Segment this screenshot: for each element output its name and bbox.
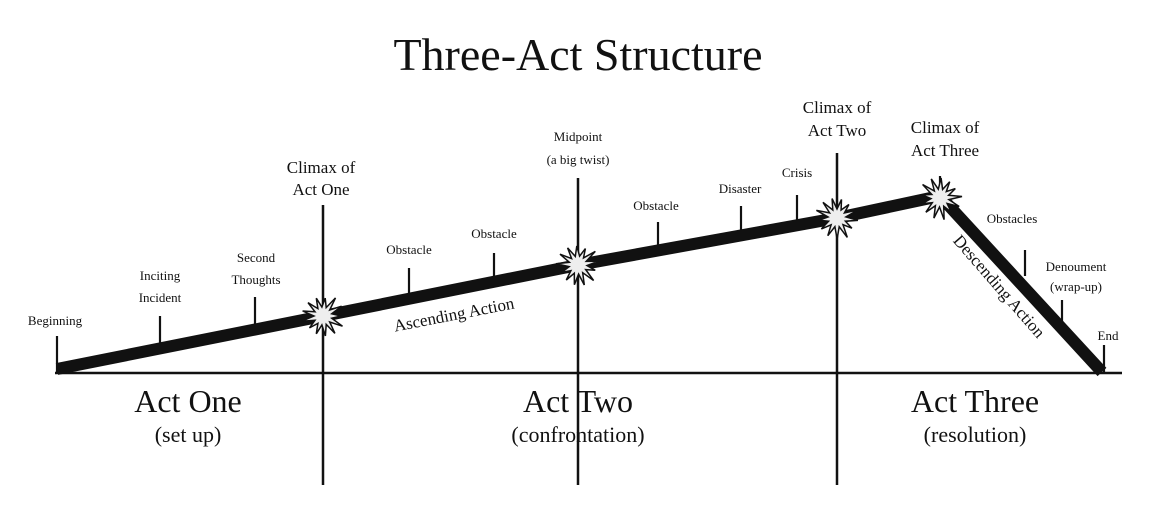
label-climax-one-2: Act One bbox=[292, 180, 349, 199]
label-end: End bbox=[1098, 328, 1119, 343]
label-obstacles: Obstacles bbox=[987, 211, 1038, 226]
act-one-title: Act One bbox=[134, 383, 242, 419]
act-three-subtitle: (resolution) bbox=[924, 422, 1027, 447]
plot-line bbox=[55, 189, 1107, 377]
label-climax-three-2: Act Three bbox=[911, 141, 979, 160]
label-disaster: Disaster bbox=[719, 181, 762, 196]
label-climax-two-2: Act Two bbox=[808, 121, 866, 140]
label-beginning: Beginning bbox=[28, 313, 83, 328]
label-climax-three-1: Climax of bbox=[911, 118, 980, 137]
label-obstacle-2: Obstacle bbox=[471, 226, 517, 241]
label-midpoint-1: Midpoint bbox=[554, 129, 603, 144]
label-obstacle-3: Obstacle bbox=[633, 198, 679, 213]
label-midpoint-2: (a big twist) bbox=[547, 152, 610, 167]
label-inciting-2: Incident bbox=[139, 290, 182, 305]
label-inciting-1: Inciting bbox=[140, 268, 181, 283]
starburst-icon bbox=[816, 198, 859, 240]
act-one-subtitle: (set up) bbox=[155, 422, 222, 447]
label-obstacle-1: Obstacle bbox=[386, 242, 432, 257]
starburst-icon bbox=[301, 297, 343, 337]
starburst-icon bbox=[921, 177, 963, 220]
label-second-2: Thoughts bbox=[231, 272, 280, 287]
label-crisis: Crisis bbox=[782, 165, 812, 180]
act-three-title: Act Three bbox=[911, 383, 1039, 419]
act-two-title: Act Two bbox=[523, 383, 633, 419]
climax-bursts bbox=[301, 177, 963, 337]
label-second-1: Second bbox=[237, 250, 276, 265]
diagram-title: Three-Act Structure bbox=[393, 29, 762, 80]
act-two-subtitle: (confrontation) bbox=[511, 422, 644, 447]
starburst-icon bbox=[555, 245, 599, 286]
label-denoument-1: Denoument bbox=[1046, 259, 1107, 274]
label-climax-two-1: Climax of bbox=[803, 98, 872, 117]
label-denoument-2: (wrap-up) bbox=[1050, 279, 1102, 294]
label-climax-one-1: Climax of bbox=[287, 158, 356, 177]
